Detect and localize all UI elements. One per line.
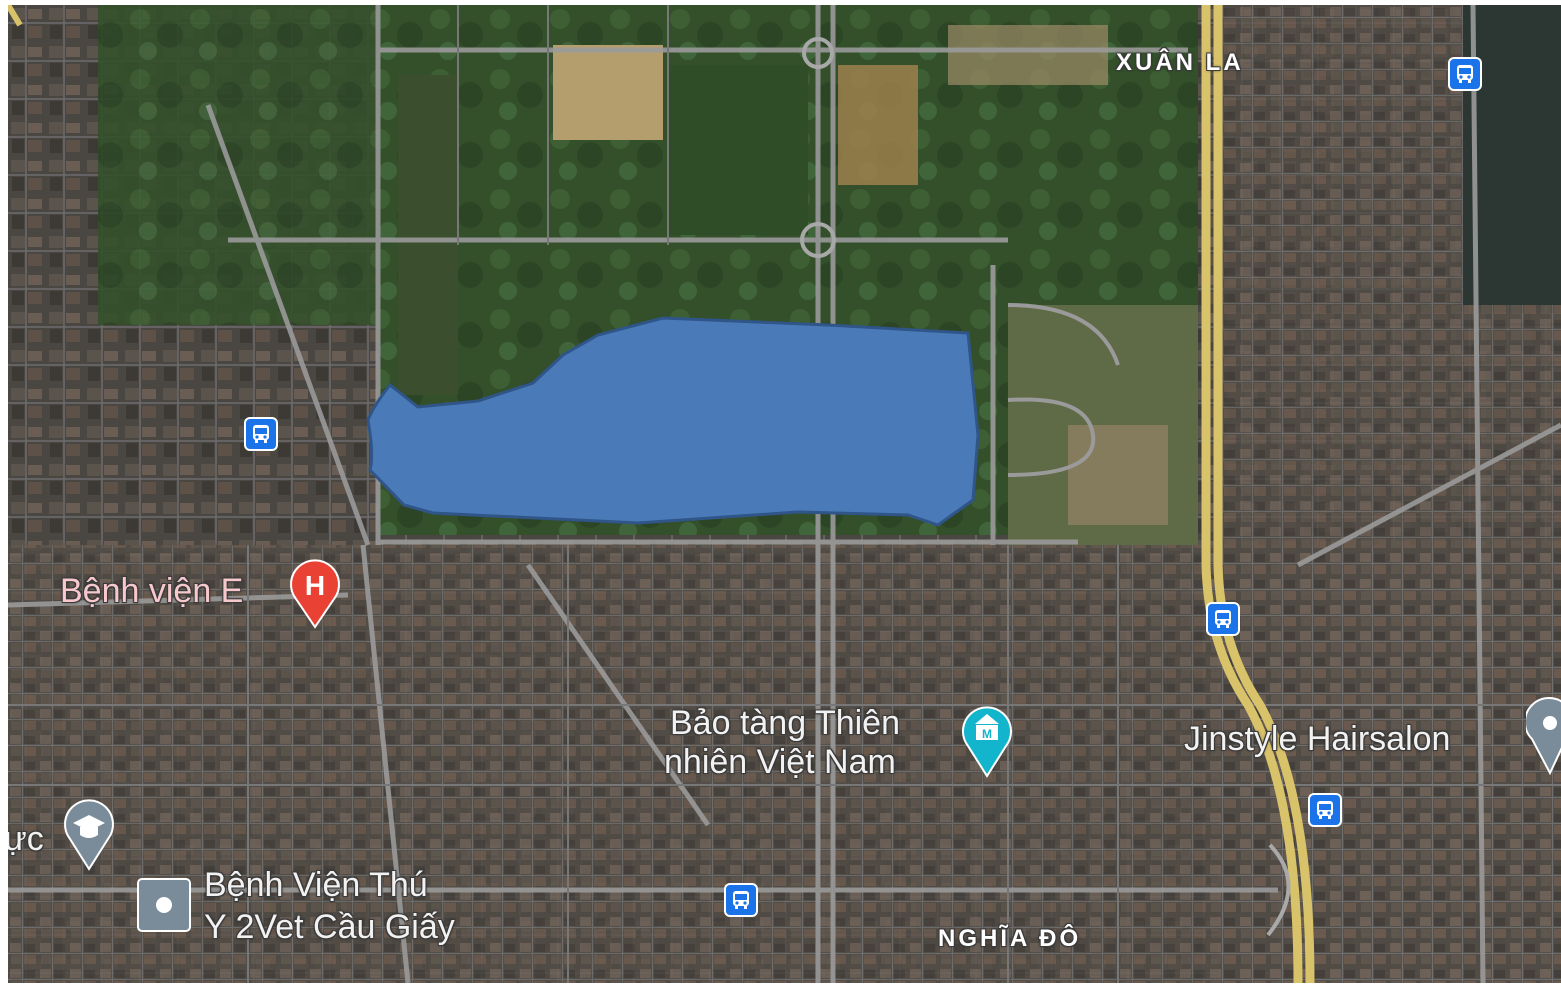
- satellite-map[interactable]: XUÂN LA NGHĨA ĐÔ Bệnh viện E H Bảo tàng …: [8, 5, 1561, 983]
- poi-label-thu-y-line2[interactable]: Y 2Vet Cầu Giấy: [204, 908, 455, 946]
- poi-label-jinstyle[interactable]: Jinstyle Hairsalon: [1184, 720, 1451, 758]
- map-imagery: [8, 5, 1561, 983]
- bus-stop-icon[interactable]: [1448, 57, 1482, 91]
- place-square-icon[interactable]: [136, 877, 192, 933]
- place-pin-icon[interactable]: [1526, 695, 1561, 775]
- bus-stop-icon[interactable]: [1308, 793, 1342, 827]
- museum-icon[interactable]: M: [958, 700, 1016, 778]
- hospital-icon[interactable]: H: [286, 555, 344, 629]
- poi-label-thu-y-line1[interactable]: Bệnh Viện Thú: [204, 866, 428, 904]
- area-label-xuan-la: XUÂN LA: [1116, 49, 1244, 76]
- svg-text:M: M: [982, 727, 992, 741]
- poi-label-bao-tang-line1[interactable]: Bảo tàng Thiên: [670, 704, 900, 742]
- highlight-area[interactable]: [366, 316, 980, 527]
- bus-stop-icon[interactable]: [724, 883, 758, 917]
- poi-label-bao-tang-line2[interactable]: nhiên Việt Nam: [664, 743, 896, 781]
- poi-label-benh-vien-e[interactable]: Bệnh viện E: [60, 572, 244, 610]
- svg-text:H: H: [305, 570, 325, 601]
- education-icon[interactable]: [60, 795, 118, 871]
- bus-stop-icon[interactable]: [1206, 602, 1240, 636]
- bus-stop-icon[interactable]: [244, 417, 278, 451]
- poi-label-partial-edu[interactable]: ực: [8, 820, 44, 858]
- area-label-nghia-do: NGHĨA ĐÔ: [938, 925, 1082, 952]
